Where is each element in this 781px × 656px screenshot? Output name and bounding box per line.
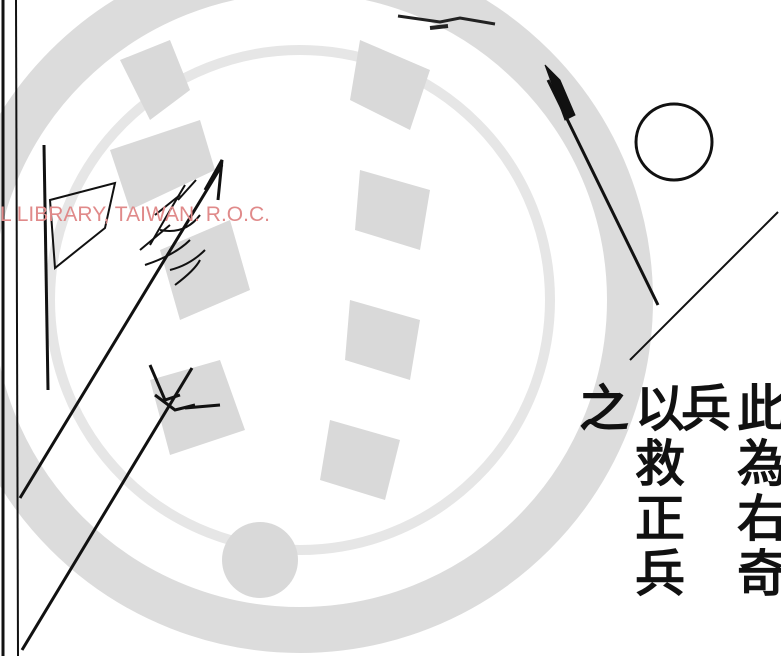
- circle-symbol: [634, 102, 714, 182]
- halberd-blade: [544, 64, 779, 361]
- tasseled-spear: [18, 159, 224, 499]
- hooked-spear: [20, 364, 221, 651]
- page-border: [1, 0, 19, 656]
- flag-pole: [42, 144, 117, 391]
- ink-smudge: [397, 14, 496, 26]
- caption-column-left: 以救正兵之: [571, 382, 686, 602]
- library-stamp-text: AL LIBRARY, TAIWAN. R.O.C.: [0, 203, 270, 226]
- caption-column-right: 此為右奇兵: [673, 382, 781, 602]
